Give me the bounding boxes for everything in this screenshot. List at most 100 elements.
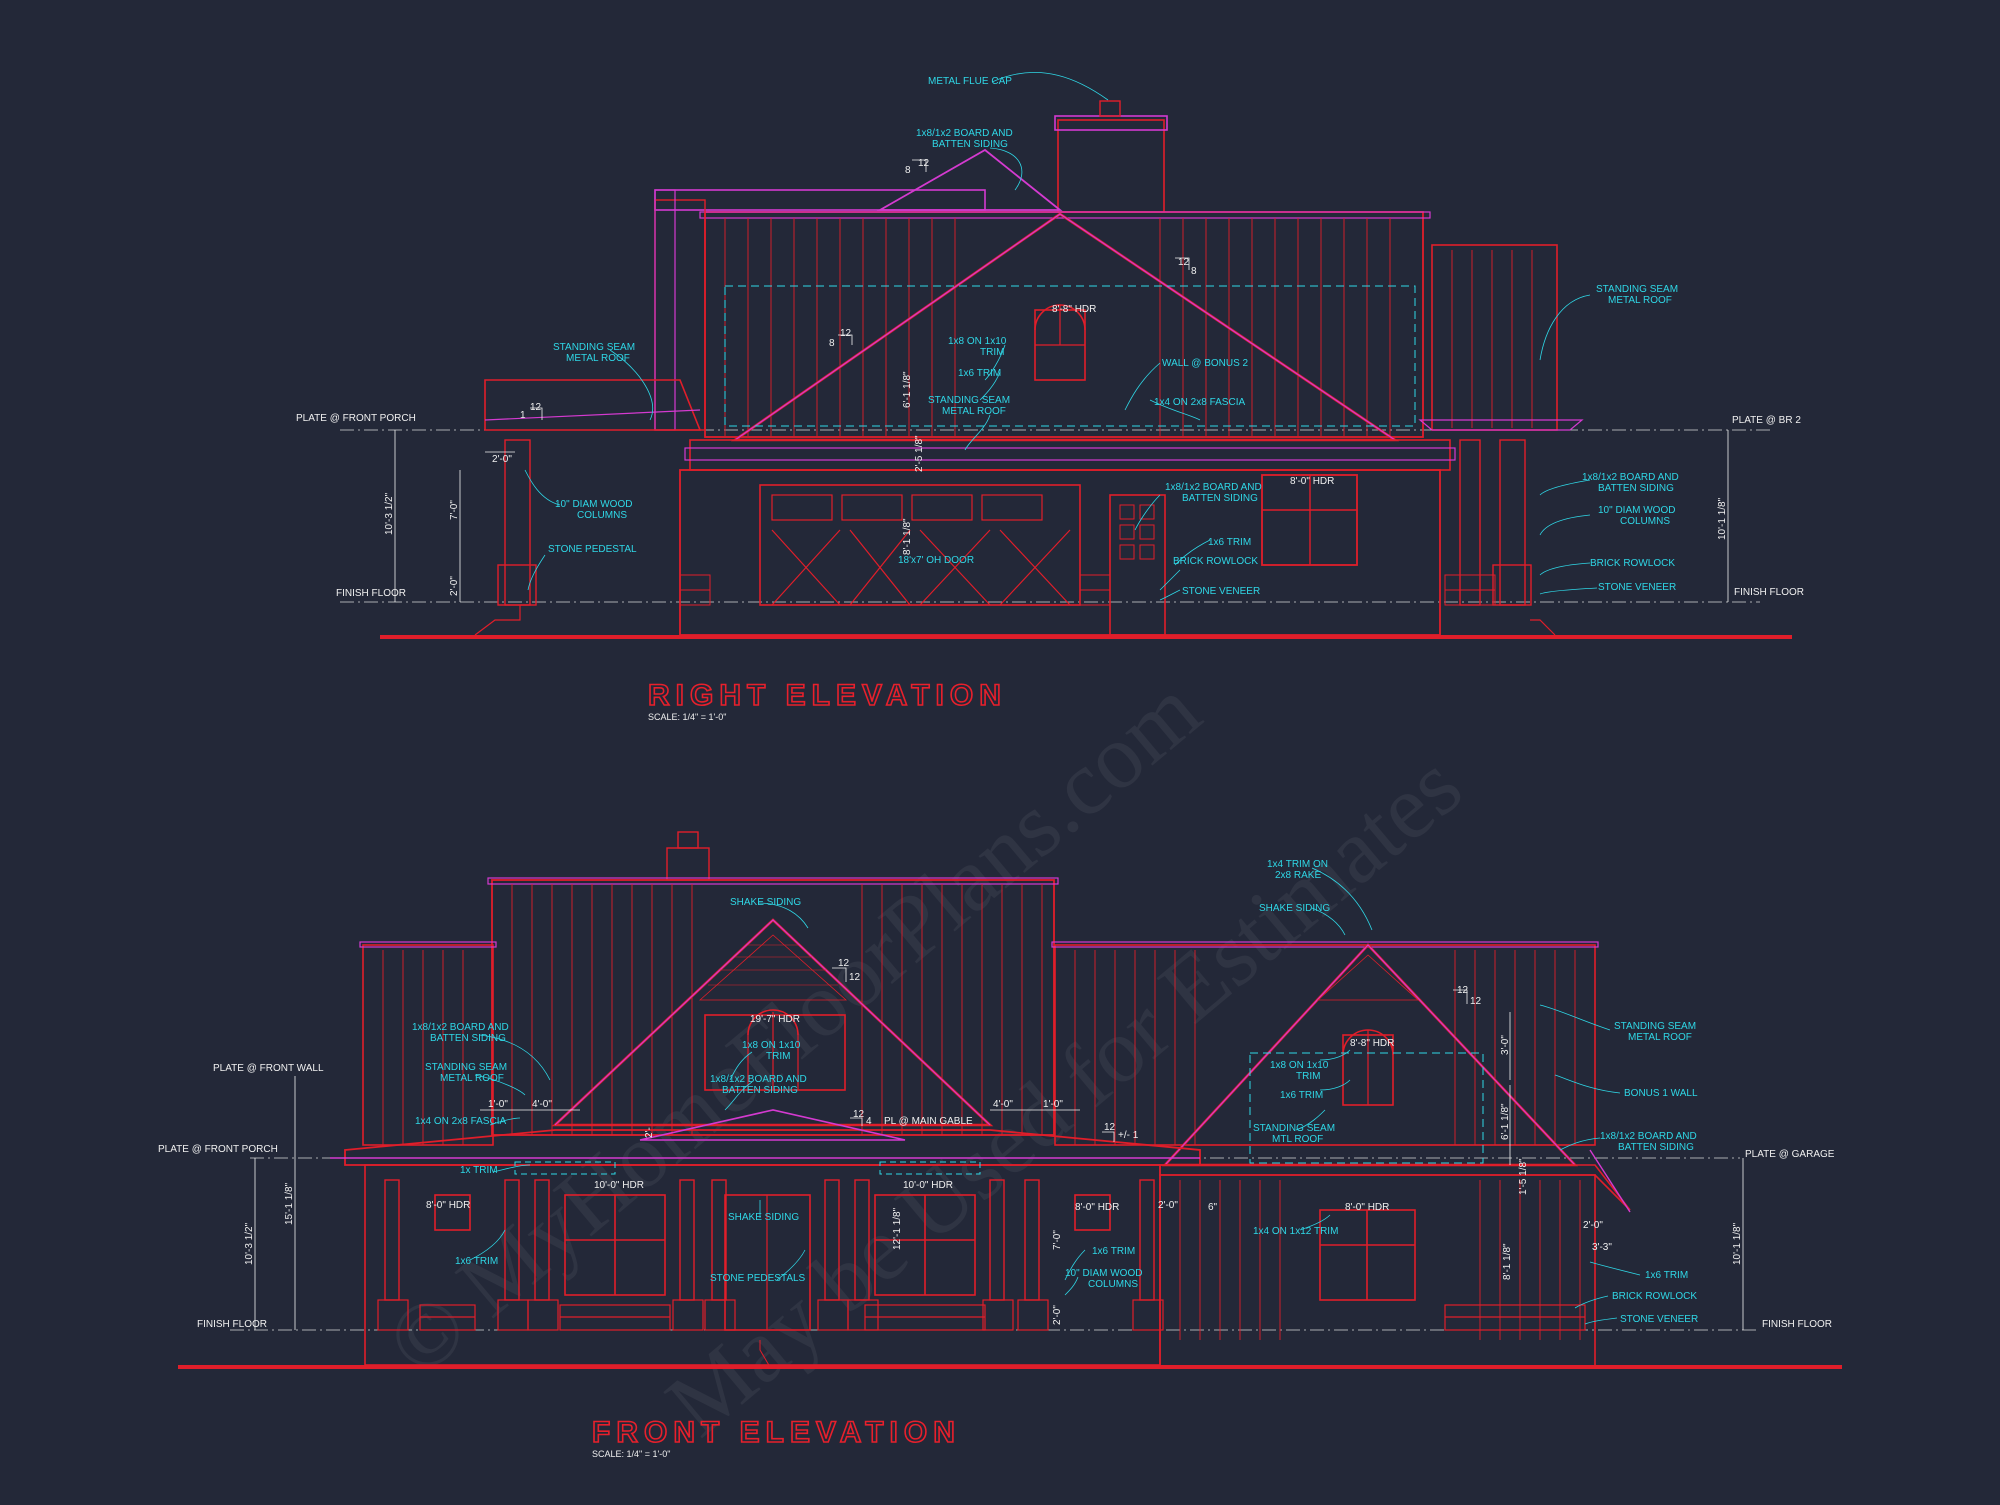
chimney-right xyxy=(1057,119,1165,213)
slope-rise: 1 xyxy=(520,410,526,421)
dimension-label: 15'-1 1/8" xyxy=(284,1182,295,1225)
dimension-label: 8'-1 1/8" xyxy=(902,518,913,555)
dimension-label: 6'-1 1/8" xyxy=(1500,1103,1511,1140)
board-batten-front-upper xyxy=(511,884,1043,1135)
dimension-label: 10'-3 1/2" xyxy=(244,1222,255,1265)
dimension-label: 12'-1 1/8" xyxy=(892,1207,903,1250)
slope-rise: 8 xyxy=(829,338,835,349)
dimension-label: 2'-0" xyxy=(492,454,512,465)
note-text: COLUMNS xyxy=(577,510,627,521)
dimension-label: 3'-3" xyxy=(1592,1242,1612,1253)
slope-rise: 12 xyxy=(1470,996,1482,1007)
note-text: STANDING SEAM xyxy=(1596,284,1678,295)
note-text: 1x4 TRIM ON xyxy=(1267,859,1328,870)
level-label: PLATE @ FRONT PORCH xyxy=(158,1144,278,1155)
dimension-label: 8'-1 1/8" xyxy=(1502,1243,1513,1280)
note-text: 10" DIAM WOOD xyxy=(555,499,632,510)
level-label: PLATE @ FRONT WALL xyxy=(213,1063,324,1074)
note-text: 1x6 TRIM xyxy=(1645,1270,1688,1281)
note-text: COLUMNS xyxy=(1088,1279,1138,1290)
note-text: TRIM xyxy=(1296,1071,1320,1082)
note-text: 1x6 TRIM xyxy=(1280,1090,1323,1101)
dimension-label: 1'-0" xyxy=(1043,1099,1063,1110)
note-text: TRIM xyxy=(766,1051,790,1062)
note-text: SHAKE SIDING xyxy=(728,1212,799,1223)
hidden-line-front xyxy=(1249,1052,1484,1164)
upper-wall-right xyxy=(704,211,1424,438)
flue-cap-right xyxy=(1099,100,1121,117)
note-text: BRICK ROWLOCK xyxy=(1590,558,1675,569)
dimension-label: 7'-0" xyxy=(449,500,460,520)
note-text: STONE VENEER xyxy=(1182,586,1260,597)
slope-run: 12 xyxy=(838,958,850,969)
note-text: BATTEN SIDING xyxy=(1182,493,1258,504)
left-wing-wall-right xyxy=(654,199,706,431)
note-text: STONE VENEER xyxy=(1620,1314,1698,1325)
dimension-label: 2'-0" xyxy=(1052,1305,1063,1325)
right-elevation: PLATE @ FRONT PORCH FINISH FLOOR PLATE @… xyxy=(296,72,1804,722)
level-label: FINISH FLOOR xyxy=(336,588,406,599)
leader-lines-right xyxy=(524,72,1598,601)
dimension-label: 6'-1 1/8" xyxy=(902,371,913,408)
slope-rise: 8 xyxy=(1191,266,1197,277)
note-text: METAL ROOF xyxy=(566,353,630,364)
board-batten-right xyxy=(724,218,1391,436)
front-elevation: PLATE @ FRONT WALL PLATE @ FRONT PORCH F… xyxy=(158,831,1842,1459)
slope-rise: 12 xyxy=(849,972,861,983)
stone-pedestals-front xyxy=(377,1299,1586,1331)
dimension-label: 3'-0" xyxy=(1500,1035,1511,1055)
note-text: METAL FLUE CAP xyxy=(928,76,1012,87)
dimension-label: 2'-5 1/8" xyxy=(914,435,925,472)
dimension-lines-front xyxy=(254,1012,1744,1330)
note-text: STANDING SEAM xyxy=(1614,1021,1696,1032)
note-text: STONE VENEER xyxy=(1598,582,1676,593)
note-text: 1x8/1x2 BOARD AND xyxy=(1582,472,1679,483)
upper-wall-front xyxy=(491,879,1055,1136)
note-text: BATTEN SIDING xyxy=(1598,483,1674,494)
porch-body-front xyxy=(364,1164,1161,1366)
note-text: 10" DIAM WOOD xyxy=(1598,505,1675,516)
slope-rise: 4 xyxy=(866,1116,872,1127)
note-text: STANDING SEAM xyxy=(425,1062,507,1073)
main-gable-trim-right xyxy=(734,213,1396,441)
slope-run: 12 xyxy=(853,1109,865,1120)
note-text: TRIM xyxy=(980,347,1004,358)
note-text: PL @ MAIN GABLE xyxy=(884,1116,973,1127)
porch-roof-front xyxy=(344,1129,1201,1166)
dimension-label: 10'-1 1/8" xyxy=(1717,497,1728,540)
note-text: 1x4 ON 2x8 FASCIA xyxy=(415,1116,506,1127)
leader-lines-front xyxy=(469,867,1641,1325)
note-text: BRICK ROWLOCK xyxy=(1612,1291,1697,1302)
note-text: BATTEN SIDING xyxy=(932,139,1008,150)
note-text: MTL ROOF xyxy=(1272,1134,1323,1145)
level-label: FINISH FLOOR xyxy=(1762,1319,1832,1330)
note-text: BATTEN SIDING xyxy=(430,1033,506,1044)
note-text: 2x8 RAKE xyxy=(1275,870,1321,881)
note-text: STONE PEDESTALS xyxy=(710,1273,806,1284)
dimension-label: 6" xyxy=(1208,1202,1218,1213)
header-label: 8'-0" HDR xyxy=(1345,1202,1389,1213)
slope-run: 12 xyxy=(1104,1122,1116,1133)
note-text: 1x6 TRIM xyxy=(455,1256,498,1267)
dimension-label: 4'-0" xyxy=(532,1099,552,1110)
lower-wall-right xyxy=(679,469,1441,636)
header-label: 8'-8" HDR xyxy=(1052,304,1096,315)
note-text: 1x8 ON 1x10 xyxy=(1270,1060,1329,1071)
dimension-label: 2'-0" xyxy=(1158,1200,1178,1211)
note-text: 1x8/1x2 BOARD AND xyxy=(710,1074,807,1085)
note-text: METAL ROOF xyxy=(440,1073,504,1084)
slope-run: 12 xyxy=(1178,257,1190,268)
note-text: STANDING SEAM xyxy=(553,342,635,353)
dimension-label: 2'- xyxy=(644,1127,655,1138)
note-text: 1x6 TRIM xyxy=(958,368,1001,379)
hidden-line-right xyxy=(724,285,1416,427)
note-text: 18'x7' OH DOOR xyxy=(898,555,974,566)
chimney-cap-right xyxy=(1054,115,1168,131)
note-text: SHAKE SIDING xyxy=(1259,903,1330,914)
side-door-right xyxy=(1109,494,1166,636)
drawing-title: RIGHT ELEVATION xyxy=(648,679,1007,712)
roof-slope-symbols-right xyxy=(530,159,1190,420)
note-text: 1x TRIM xyxy=(460,1165,498,1176)
dimension-label: 2'-0" xyxy=(449,576,460,596)
level-label: FINISH FLOOR xyxy=(1734,587,1804,598)
